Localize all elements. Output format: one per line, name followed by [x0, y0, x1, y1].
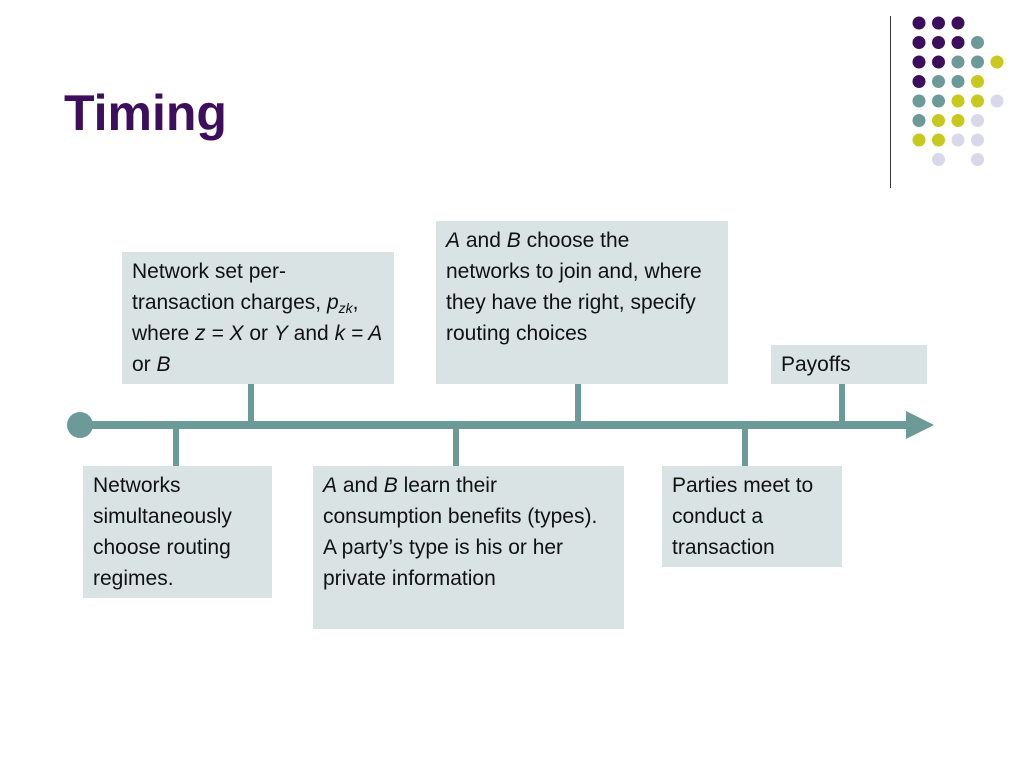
- decorative-dot: [932, 94, 945, 108]
- decorative-dot: [912, 75, 926, 88]
- decorative-dot: [912, 114, 926, 127]
- decorative-dot: [951, 75, 965, 88]
- decorative-dot: [951, 16, 965, 30]
- timeline-start-dot: [67, 412, 93, 438]
- event-box-parties-meet: Parties meet to conduct a transaction: [662, 466, 842, 567]
- event-box-choose-networks: A and B choose the networks to join and,…: [436, 221, 728, 384]
- decorative-dot: [932, 55, 945, 69]
- decorative-dot: [951, 114, 965, 127]
- decorative-dot: [912, 133, 926, 147]
- event-box-learn-benefits: A and B learn their consumption benefits…: [313, 466, 624, 629]
- decorative-dot: [932, 36, 945, 49]
- decorative-dot: [932, 75, 945, 88]
- decorative-dot: [912, 94, 926, 108]
- event-box-routing-regimes: Networks simultaneously choose routing r…: [83, 466, 272, 598]
- decorative-dot: [971, 55, 984, 69]
- decorative-dot: [951, 55, 965, 69]
- event-box-payoffs: Payoffs: [771, 345, 927, 384]
- decorative-dot: [971, 94, 984, 108]
- decorative-dot: [932, 114, 945, 127]
- event-box-network-charges: Network set per-transaction charges, pzk…: [122, 252, 394, 384]
- slide-title: Timing: [64, 85, 227, 141]
- decorative-dot: [932, 16, 945, 30]
- decorative-dot: [932, 133, 945, 147]
- decorative-dot: [951, 133, 965, 147]
- decorative-dot: [932, 153, 945, 166]
- title-divider-line: [890, 16, 891, 188]
- decorative-dot: [971, 133, 984, 147]
- decorative-dot: [951, 94, 965, 108]
- decorative-dot: [912, 36, 926, 49]
- decorative-dot: [990, 55, 1004, 69]
- decorative-dot: [971, 153, 984, 166]
- timeline-arrowhead: [906, 411, 934, 439]
- decorative-dot: [971, 114, 984, 127]
- decorative-dot: [971, 36, 984, 49]
- decorative-dot: [912, 55, 926, 69]
- decorative-dot: [912, 16, 926, 30]
- decorative-dot: [951, 36, 965, 49]
- decorative-dot: [990, 94, 1004, 108]
- decorative-dot: [971, 75, 984, 88]
